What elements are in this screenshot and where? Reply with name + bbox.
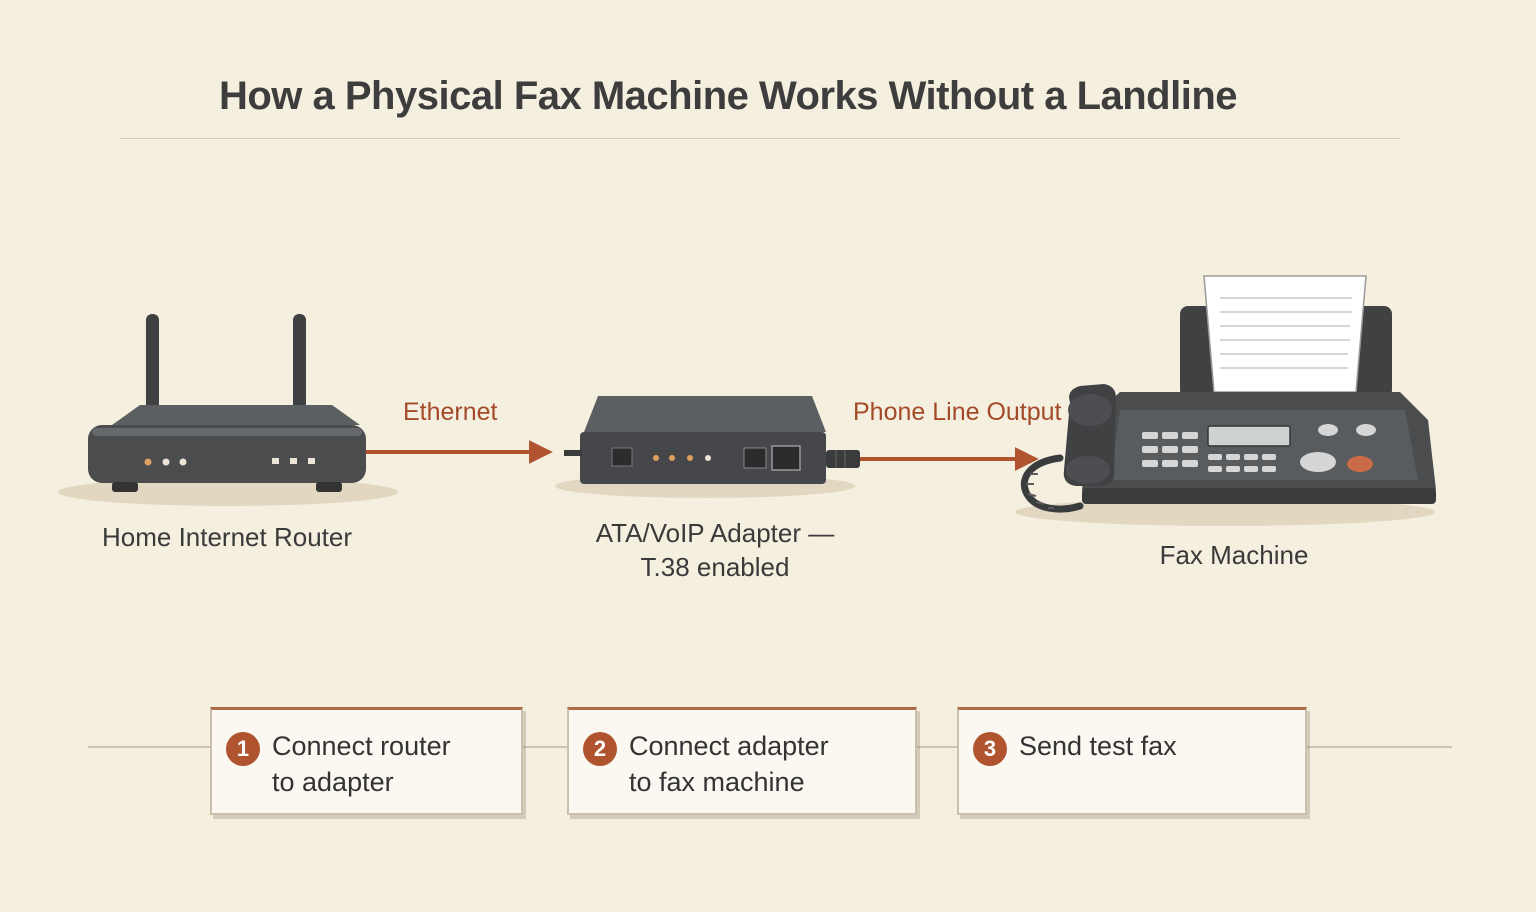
step-connector xyxy=(522,746,568,748)
step-text: Connect adapter to fax machine xyxy=(629,728,905,800)
adapter-label-line2: T.38 enabled xyxy=(640,552,790,582)
ethernet-label: Ethernet xyxy=(403,398,498,426)
step-text: Send test fax xyxy=(1019,728,1295,764)
step-card-2: 2 Connect adapter to fax machine xyxy=(567,707,917,815)
step-text-line1: Send test fax xyxy=(1019,731,1177,761)
router-icon xyxy=(58,314,398,506)
step-text-line2: to adapter xyxy=(272,767,394,797)
adapter-label: ATA/VoIP Adapter — T.38 enabled xyxy=(560,516,870,584)
page-title: How a Physical Fax Machine Works Without… xyxy=(218,74,1238,118)
step-number-badge: 2 xyxy=(583,732,617,766)
step-text-line1: Connect adapter xyxy=(629,731,829,761)
step-text-line1: Connect router xyxy=(272,731,451,761)
ata-adapter-icon xyxy=(555,396,860,498)
step-connector xyxy=(88,746,212,748)
fax-machine-label: Fax Machine xyxy=(1159,540,1309,570)
step-card-3: 3 Send test fax xyxy=(957,707,1307,815)
step-text: Connect router to adapter xyxy=(272,728,511,800)
step-card-1: 1 Connect router to adapter xyxy=(210,707,523,815)
step-number-badge: 1 xyxy=(226,732,260,766)
router-label: Home Internet Router xyxy=(101,522,352,552)
fax-machine-icon xyxy=(1015,275,1436,526)
phone-line-label: Phone Line Output xyxy=(853,398,1062,426)
adapter-label-line1: ATA/VoIP Adapter — xyxy=(595,518,835,548)
step-connector xyxy=(916,746,958,748)
step-number-badge: 3 xyxy=(973,732,1007,766)
step-text-line2: to fax machine xyxy=(629,767,805,797)
title-divider xyxy=(120,138,1400,139)
step-connector xyxy=(1306,746,1452,748)
